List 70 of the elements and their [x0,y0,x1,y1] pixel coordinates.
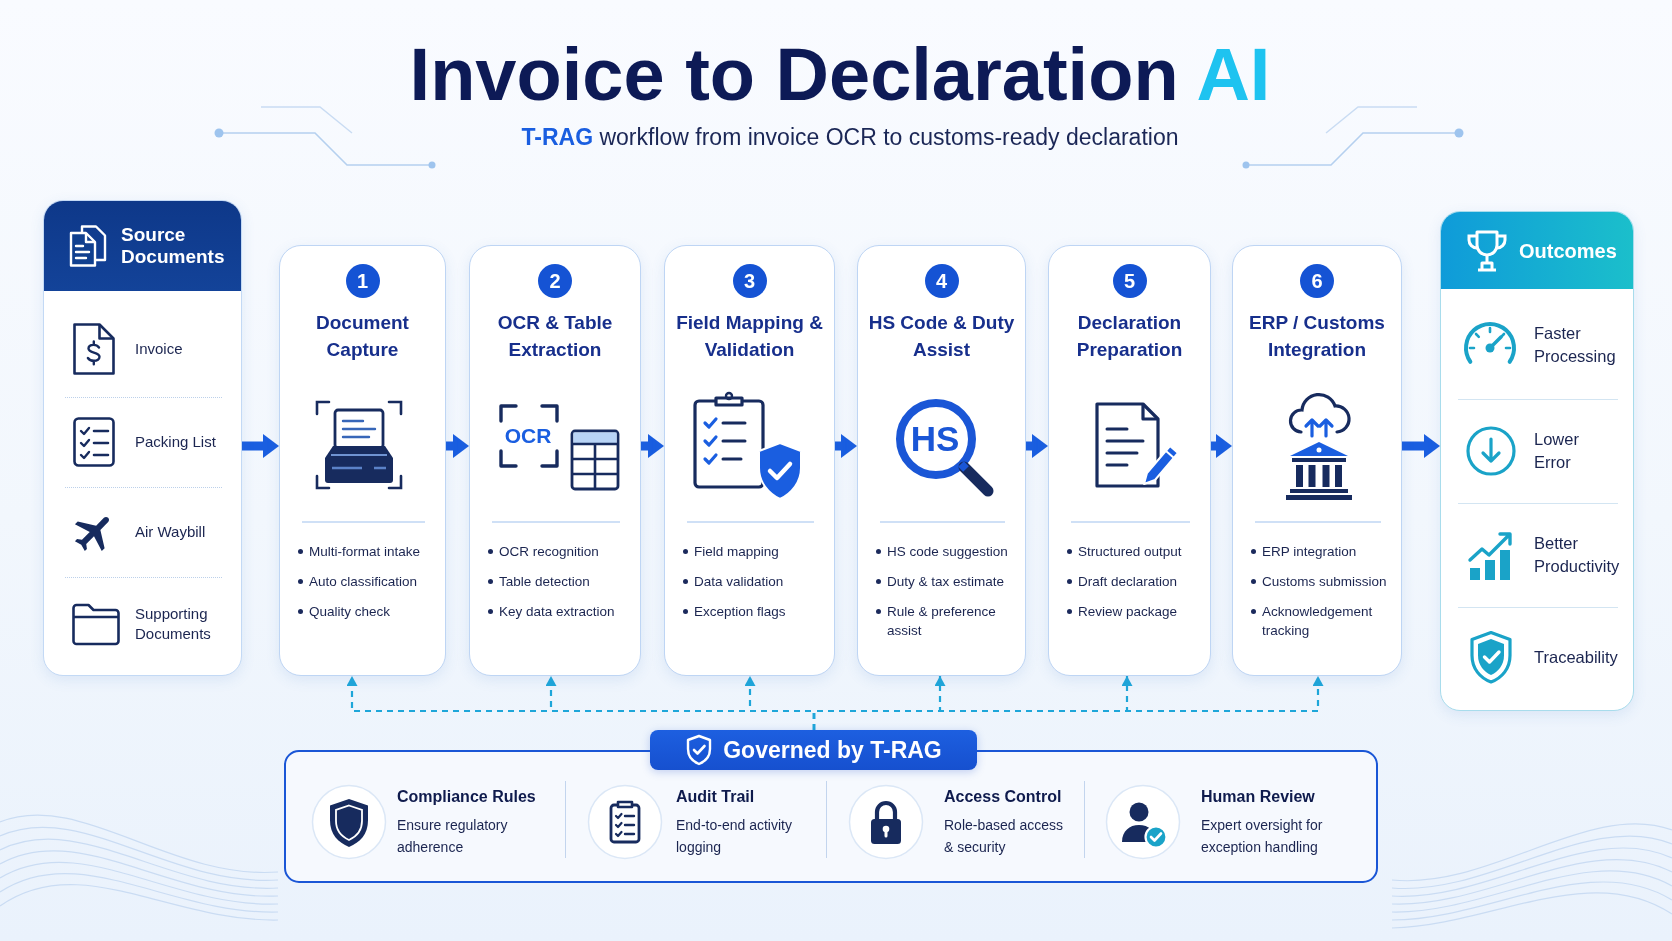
flow-arrow [446,434,469,458]
bullet-item: Quality check [298,602,392,621]
bullet-item: Draft declaration [1067,572,1179,591]
bullet-item: Auto classification [298,572,419,591]
banner-title: Governed by T-RAG [723,736,942,764]
feature-title: Human Review [1201,786,1316,806]
flow-arrow [835,434,857,458]
flow-arrow [1211,434,1232,458]
step-title: OCR & Table Extraction [497,311,613,362]
flow-arrow [242,434,279,458]
flow-arrow [1026,434,1048,458]
bullet-item: Field mapping [683,542,780,561]
step-number: 3 [732,264,767,298]
process-step-card [279,245,446,676]
outcomes-panel [1440,211,1634,711]
process-step-card [1048,245,1211,676]
process-step-card [857,245,1026,676]
panel-title: Source Documents [121,224,226,268]
step-number: 6 [1300,264,1334,298]
step-number: 4 [924,264,959,298]
bullet-item: Structured output [1067,542,1183,561]
bullet-item: Multi-format intake [298,542,422,561]
document-type-label: Supporting Documents [135,604,212,644]
step-title: Declaration Preparation [1076,311,1183,362]
bullet-item: Key data extraction [488,602,616,621]
document-type-label: Invoice [135,339,184,359]
dashed-connector [812,676,1324,730]
bullet-item: Acknowledgement tracking [1251,602,1374,640]
bullet-item: HS code suggestion [876,542,1009,561]
governance-panel [284,730,1378,883]
bullet-item: OCR recognition [488,542,600,561]
feature-title: Audit Trail [676,786,756,806]
bullet-item: Review package [1067,602,1179,621]
outcome-label: Faster Processing [1534,323,1617,367]
feature-description: Role-based access & security [944,815,1065,857]
step-number: 2 [538,264,572,298]
outcome-label: Lower Error [1534,429,1580,473]
panel-title: Outcomes [1519,239,1618,262]
process-step-card [664,245,835,676]
bullet-item: ERP integration [1251,542,1358,561]
outcome-label: Better Productivity [1534,533,1621,577]
feature-description: End-to-end activity logging [676,815,793,857]
document-type-label: Air Waybill [135,522,207,542]
step-title: HS Code & Duty Assist [868,311,1015,362]
process-step-card [1232,245,1402,676]
feature-title: Compliance Rules [397,786,537,806]
document-type-label: Packing List [135,432,217,452]
step-title: Field Mapping & Validation [675,311,824,362]
step-title: Document Capture [315,311,410,362]
source-documents-panel [43,200,242,676]
outcome-label: Traceability [1534,646,1619,668]
bullet-item: Rule & preference assist [876,602,997,640]
icon-text: OCR [504,424,552,446]
main-title: Invoice to Declaration AI [409,38,1271,112]
process-step-card [469,245,641,676]
bullet-item: Customs submission [1251,572,1388,591]
icon-text: HS [910,420,960,456]
flow-arrow [1402,434,1440,458]
bullet-item: Duty & tax estimate [876,572,1006,591]
step-title: ERP / Customs Integration [1248,311,1386,362]
bullet-item: Exception flags [683,602,787,621]
bullet-item: Data validation [683,572,785,591]
feature-description: Ensure regulatory adherence [397,815,509,856]
step-number: 1 [345,264,380,298]
step-number: 5 [1112,264,1147,298]
feature-description: Expert oversight for exception handling [1201,815,1324,857]
flow-arrow [641,434,664,458]
subtitle: T-RAG workflow from invoice OCR to customs-ready declaration [521,123,1179,151]
feature-title: Access Control [944,786,1063,806]
bullet-item: Table detection [488,572,591,591]
